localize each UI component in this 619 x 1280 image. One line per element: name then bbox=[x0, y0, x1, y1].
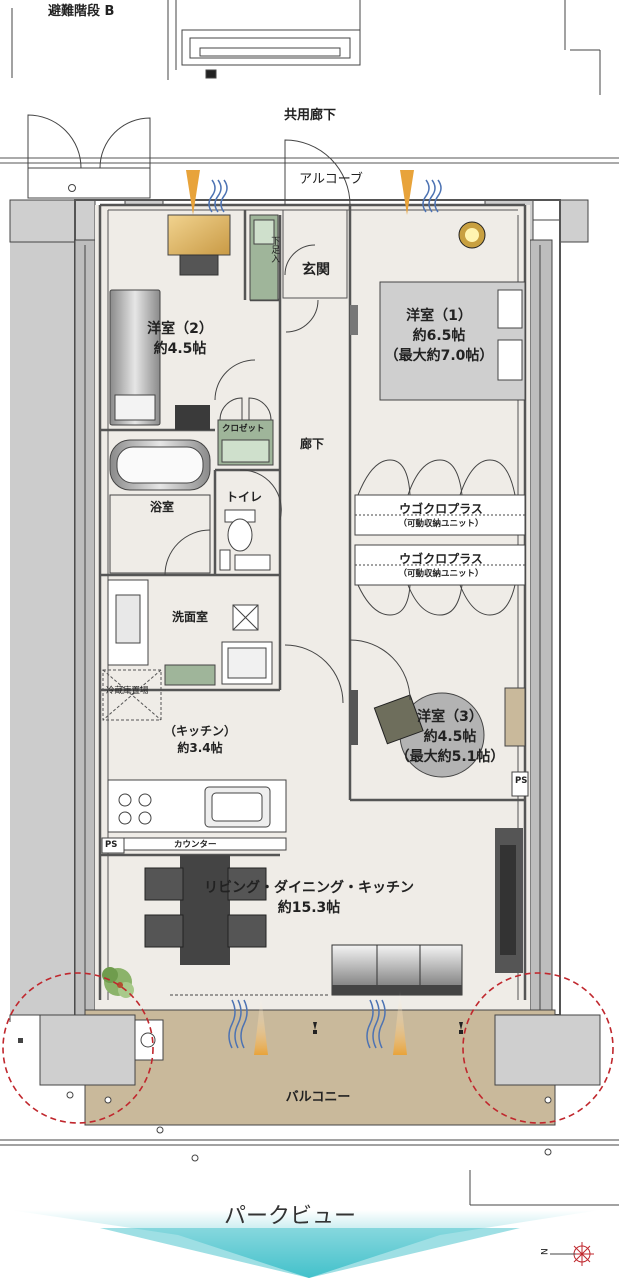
fridge-label: 冷蔵庫置場 bbox=[106, 686, 149, 696]
bathroom-label: 浴室 bbox=[150, 500, 175, 514]
washroom bbox=[107, 579, 344, 704]
washroom-label: 洗面室 bbox=[172, 610, 209, 624]
western3-name: 洋室（3） bbox=[417, 709, 483, 725]
fridge-space bbox=[102, 669, 162, 721]
ldk-area: 約15.3帖 bbox=[277, 900, 341, 916]
ps-label-left: PS bbox=[105, 840, 118, 850]
western2-room: 洋室（2） 約4.5帖 bbox=[147, 318, 213, 358]
balcony bbox=[0, 1009, 619, 1206]
ldk-name: リビング・ダイニング・キッチン bbox=[204, 880, 414, 896]
dining-set bbox=[144, 855, 267, 965]
external-doors bbox=[27, 114, 151, 199]
ukoku-unit-2-sub: （可動収納ユニット） bbox=[398, 569, 484, 579]
ukoku-unit-2: ウゴクロプラス （可動収納ユニット） bbox=[398, 550, 483, 579]
ukoku-unit-1-name: ウゴクロプラス bbox=[399, 502, 483, 516]
balcony-label: バルコニー bbox=[285, 1090, 351, 1105]
toilet bbox=[219, 469, 282, 571]
kitchen-name: （キッチン） bbox=[163, 724, 237, 738]
western1-area: 約6.5帖 bbox=[412, 328, 466, 344]
airflow-lines bbox=[208, 179, 442, 1049]
western1-name: 洋室（1） bbox=[406, 308, 472, 324]
western1-max: （最大約7.0帖） bbox=[384, 348, 494, 364]
entrance-door bbox=[284, 139, 351, 333]
western2-area: 約4.5帖 bbox=[153, 341, 207, 357]
stair-label: 避難階段 B bbox=[48, 4, 115, 19]
living-furniture bbox=[331, 828, 523, 996]
ps-boxes bbox=[101, 771, 529, 854]
corridor-lines bbox=[0, 157, 619, 164]
corridor-label: 共用廊下 bbox=[283, 108, 337, 123]
counter-label: カウンター bbox=[174, 840, 217, 850]
ps-label-right: PS bbox=[515, 776, 528, 786]
highlight-circles bbox=[2, 972, 614, 1124]
view-banner bbox=[10, 1210, 600, 1278]
closet bbox=[214, 359, 274, 466]
alcove-label: アルコーブ bbox=[299, 172, 363, 187]
western3-room: 洋室（3） 約4.5帖 （最大約5.1帖） bbox=[396, 706, 505, 766]
plant bbox=[102, 967, 134, 998]
kitchen-counter bbox=[107, 779, 287, 851]
stair-area bbox=[11, 0, 601, 95]
ukoku-unit-2-name: ウゴクロプラス bbox=[399, 552, 483, 566]
sash-markers bbox=[313, 1022, 463, 1034]
ukoku-unit-1: ウゴクロプラス （可動収納ユニット） bbox=[398, 500, 483, 529]
compass-icon bbox=[550, 1242, 594, 1266]
western1-furniture bbox=[350, 221, 526, 401]
shoe-storage bbox=[249, 214, 279, 301]
western2-furniture bbox=[109, 214, 231, 430]
kitchen-room: （キッチン） 約3.4帖 bbox=[164, 722, 236, 756]
bathroom bbox=[109, 439, 211, 576]
western3-max: （最大約5.1帖） bbox=[395, 749, 505, 765]
ukoku-storage bbox=[354, 459, 526, 616]
western3-area: 約4.5帖 bbox=[423, 729, 477, 745]
western2-name: 洋室（2） bbox=[147, 321, 213, 337]
entrance-label: 玄関 bbox=[302, 262, 330, 278]
north-label: N bbox=[537, 1248, 548, 1255]
ldk-room: リビング・ダイニング・キッチン 約15.3帖 bbox=[204, 877, 414, 917]
view-label: パークビュー bbox=[223, 1204, 357, 1229]
kitchen-area: 約3.4帖 bbox=[177, 741, 223, 755]
western3-furniture bbox=[349, 639, 526, 778]
shoe-storage-label: 下足入 bbox=[269, 236, 280, 263]
closet-label: クロゼット bbox=[222, 424, 265, 434]
ukoku-unit-1-sub: （可動収納ユニット） bbox=[398, 519, 484, 529]
toilet-label: トイレ bbox=[226, 490, 263, 504]
vent-arrows bbox=[186, 170, 414, 1055]
western1-room: 洋室（1） 約6.5帖 （最大約7.0帖） bbox=[385, 305, 494, 365]
hallway-label: 廊下 bbox=[300, 437, 325, 451]
